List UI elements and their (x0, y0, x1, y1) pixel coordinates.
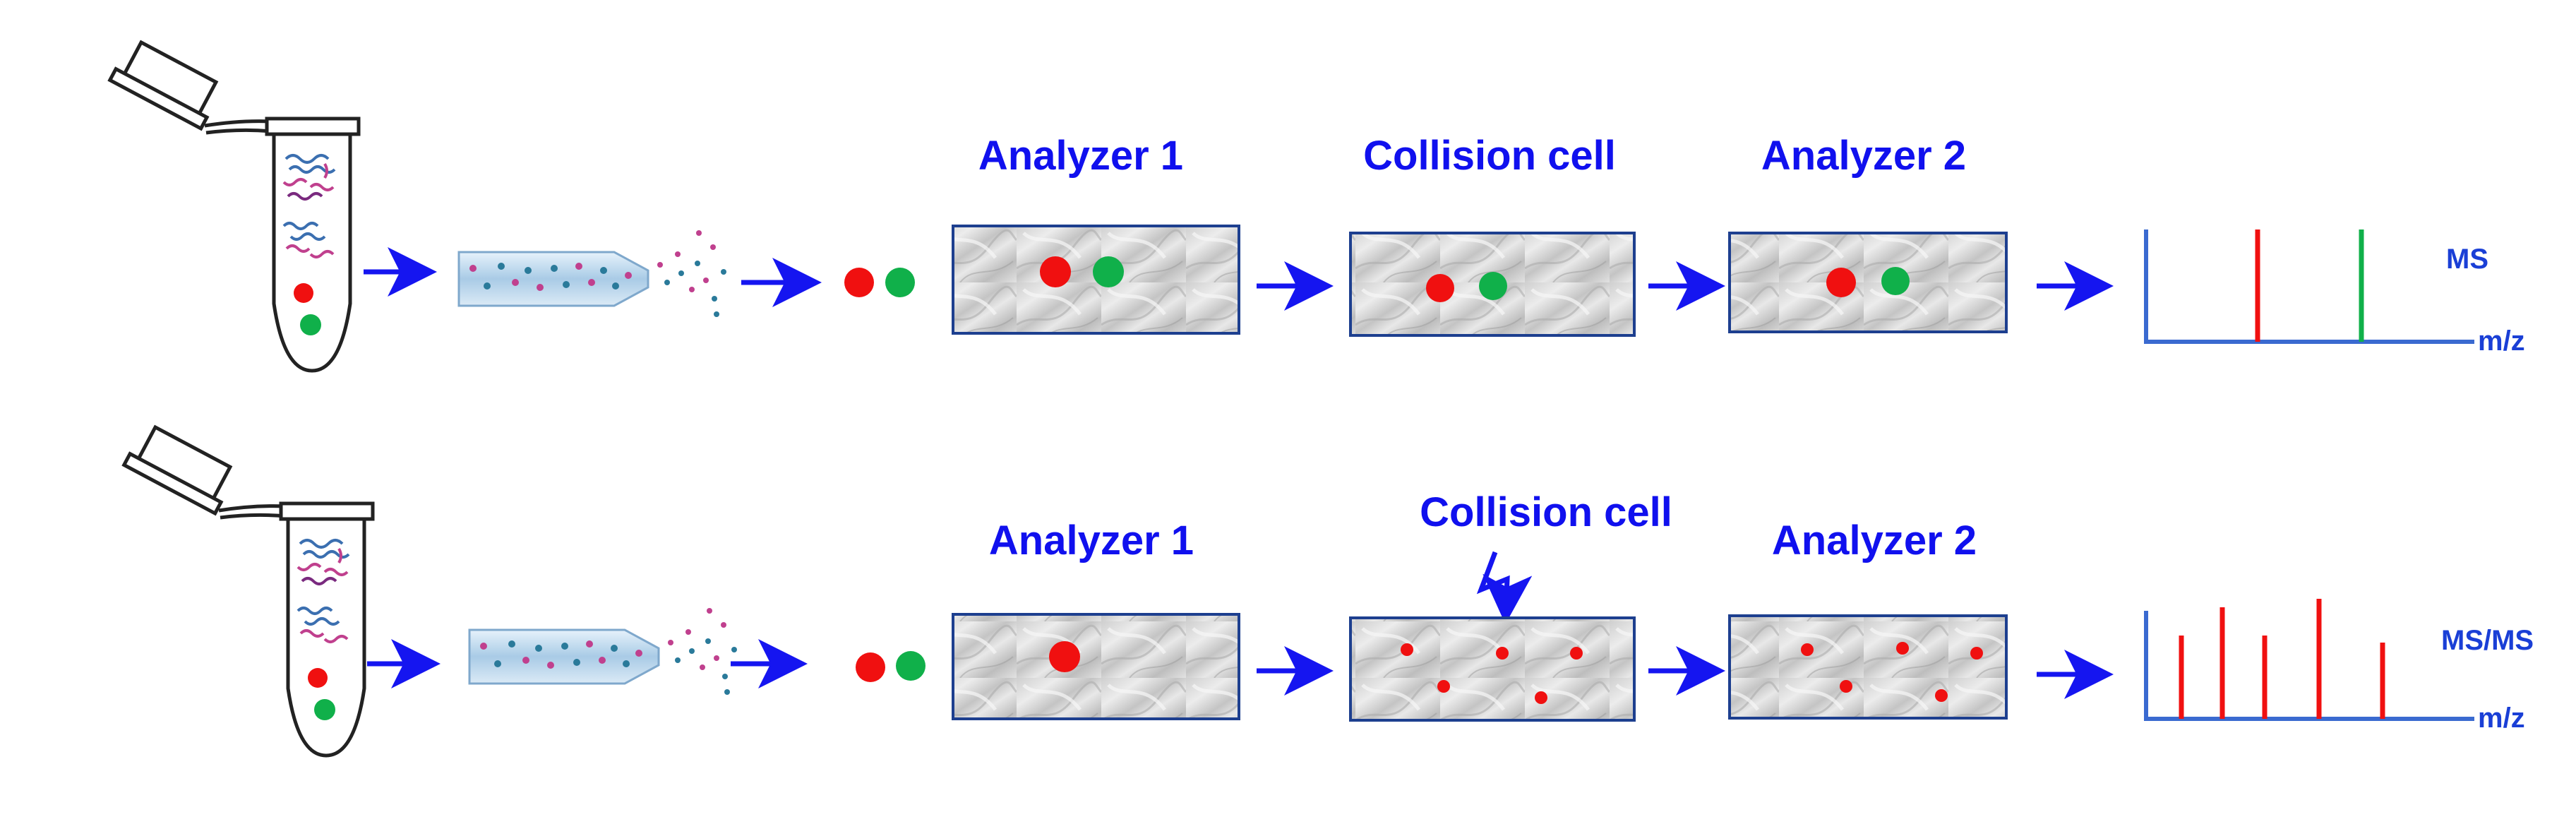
fragment-ion (1437, 680, 1450, 693)
fragment-ion (1570, 647, 1583, 660)
analyzer-2-box (1728, 614, 2008, 720)
msms-spectrum: MS/MS m/z (2144, 599, 2534, 734)
fragment-ion (1535, 691, 1547, 704)
analyzer-1-label: Analyzer 1 (989, 518, 1194, 563)
green-ion (1479, 272, 1507, 300)
fragment-ion (1801, 643, 1814, 656)
fragment-ion (1970, 647, 1983, 660)
sample-tube-icon (110, 37, 359, 371)
analyzer-2-label: Analyzer 2 (1761, 133, 1966, 179)
analyzer-2-box (1728, 232, 2008, 333)
red-ion (1049, 641, 1080, 672)
row-ms: Analyzer 1 Collision cell Analyzer 2 MS … (110, 37, 2525, 371)
fragment-ion (1896, 642, 1909, 655)
lightning-bolt-icon (1476, 551, 1533, 624)
axis-label: m/z (2478, 703, 2525, 734)
green-ion (896, 651, 925, 681)
green-ion (1093, 256, 1124, 287)
collision-cell-label: Collision cell (1363, 133, 1616, 179)
red-ion (844, 268, 874, 297)
spectrum-label: MS (2446, 244, 2488, 275)
electrospray-needle-icon (457, 229, 728, 318)
red-ion (1826, 268, 1856, 297)
red-ion (856, 652, 885, 682)
ms-spectrum: MS m/z (2144, 229, 2525, 357)
fragment-ion (1935, 689, 1948, 702)
axis-label: m/z (2478, 326, 2525, 357)
fragment-ion (1496, 647, 1509, 660)
collision-cell-label: Collision cell (1420, 489, 1672, 535)
analyzer-2-label: Analyzer 2 (1772, 518, 1977, 563)
sample-tube-icon (124, 422, 373, 756)
fragment-ion (1401, 643, 1413, 656)
green-ion (1881, 267, 1910, 295)
electrospray-needle-icon (468, 607, 738, 696)
red-ion (1426, 274, 1454, 302)
red-ion (1040, 256, 1071, 287)
spectrum-label: MS/MS (2441, 625, 2534, 656)
analyzer-1-label: Analyzer 1 (978, 133, 1183, 179)
analyzer-1-box (952, 613, 1240, 720)
green-ion (885, 268, 915, 297)
collision-cell-box (1349, 616, 1636, 722)
fragment-ion (1840, 680, 1852, 693)
row-msms: Analyzer 1 Collision cell Analyzer 2 (124, 422, 2534, 756)
